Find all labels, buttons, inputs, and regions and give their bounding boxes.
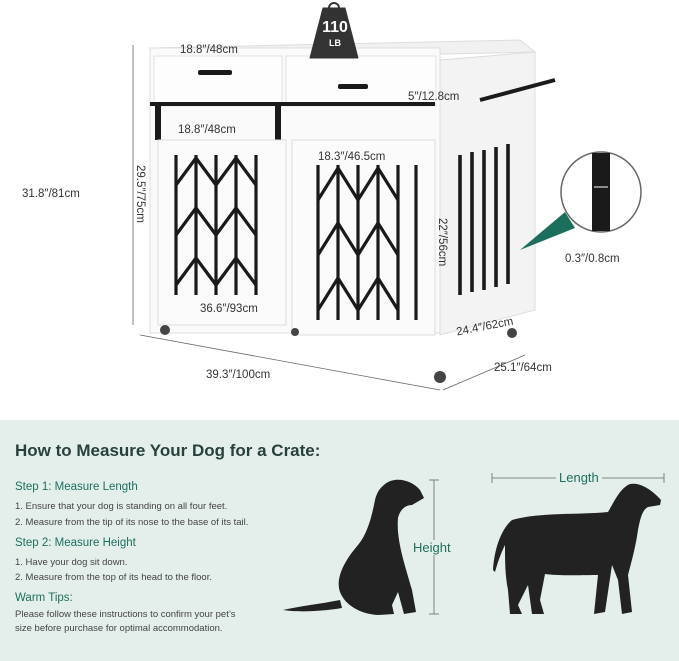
length-label: Length	[556, 470, 602, 485]
step2-item-1: 1. Have your dog sit down.	[15, 557, 128, 568]
overall-depth-label: 25.1″/64cm	[494, 362, 552, 374]
weight-value: 110	[322, 19, 348, 36]
drawer-height-label: 5″/12.8cm	[408, 91, 460, 103]
standing-dog-silhouette	[493, 483, 661, 614]
drawer-width-label: 18.8″/48cm	[180, 44, 238, 56]
overall-width-label: 39.3″/100cm	[206, 369, 271, 381]
sitting-dog-silhouette	[283, 479, 424, 615]
step2-item-2: 2. Measure from the top of its head to t…	[15, 572, 212, 583]
right-door-width-label: 18.3″/46.5cm	[318, 151, 386, 163]
step1-item-1: 1. Ensure that your dog is standing on a…	[15, 501, 228, 512]
tips-heading: Warm Tips:	[15, 592, 73, 604]
step2-heading: Step 2: Measure Height	[15, 537, 136, 549]
overall-height-label: 31.8″/81cm	[22, 188, 80, 200]
step1-item-2: 2. Measure from the tip of its nose to t…	[15, 517, 249, 528]
tips-line-1: Please follow these instructions to conf…	[15, 609, 236, 620]
tips-line-2: size before purchase for optimal accommo…	[15, 623, 223, 634]
inner-width-label: 36.6″/93cm	[200, 303, 258, 315]
guide-title: How to Measure Your Dog for a Crate:	[15, 441, 321, 460]
step1-heading: Step 1: Measure Length	[15, 481, 138, 493]
weight-unit: LB	[329, 38, 341, 48]
left-door-width-label: 18.8″/48cm	[178, 124, 236, 136]
height-label: Height	[412, 540, 452, 555]
bar-diameter-label: 0.3″/0.8cm	[565, 253, 620, 265]
